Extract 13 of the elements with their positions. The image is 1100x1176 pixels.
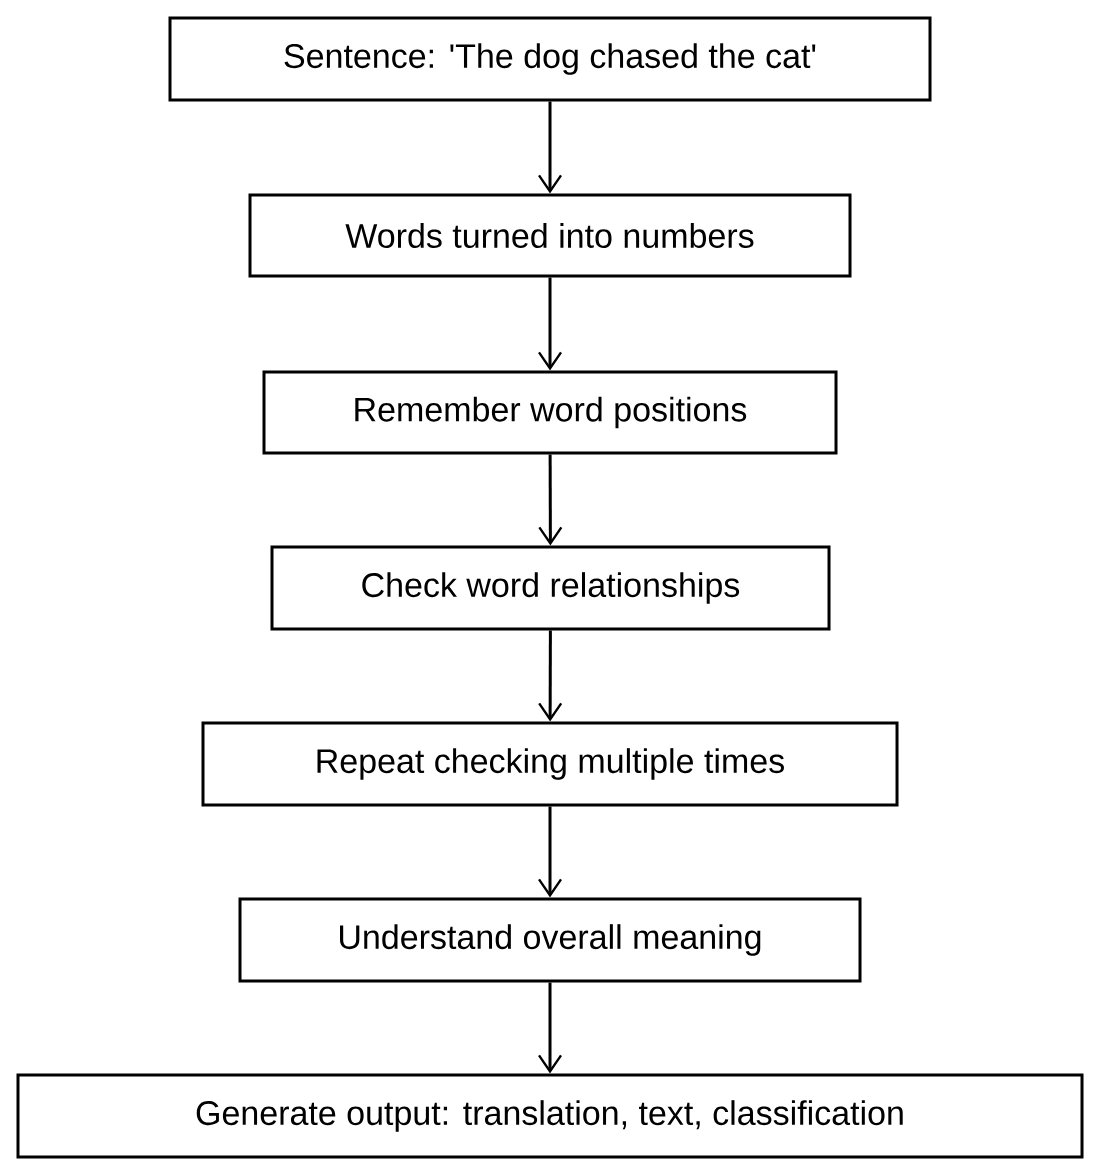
arrow bbox=[538, 806, 562, 898]
process-box: Repeat checking multiple times bbox=[201, 721, 899, 807]
arrow bbox=[538, 630, 563, 722]
process-box: Understand overall meaning bbox=[238, 897, 862, 983]
arrow bbox=[538, 454, 563, 546]
arrow bbox=[538, 982, 562, 1074]
process-box: Remember word positions bbox=[262, 370, 838, 455]
process-box: Generate output: translation, text, classification bbox=[16, 1073, 1084, 1159]
arrow bbox=[538, 277, 562, 371]
process-box: Sentence: 'The dog chased the cat' bbox=[168, 16, 932, 102]
process-box: Words turned into numbers bbox=[248, 193, 852, 278]
process-box: Check word relationships bbox=[270, 545, 831, 631]
arrow bbox=[538, 101, 562, 194]
